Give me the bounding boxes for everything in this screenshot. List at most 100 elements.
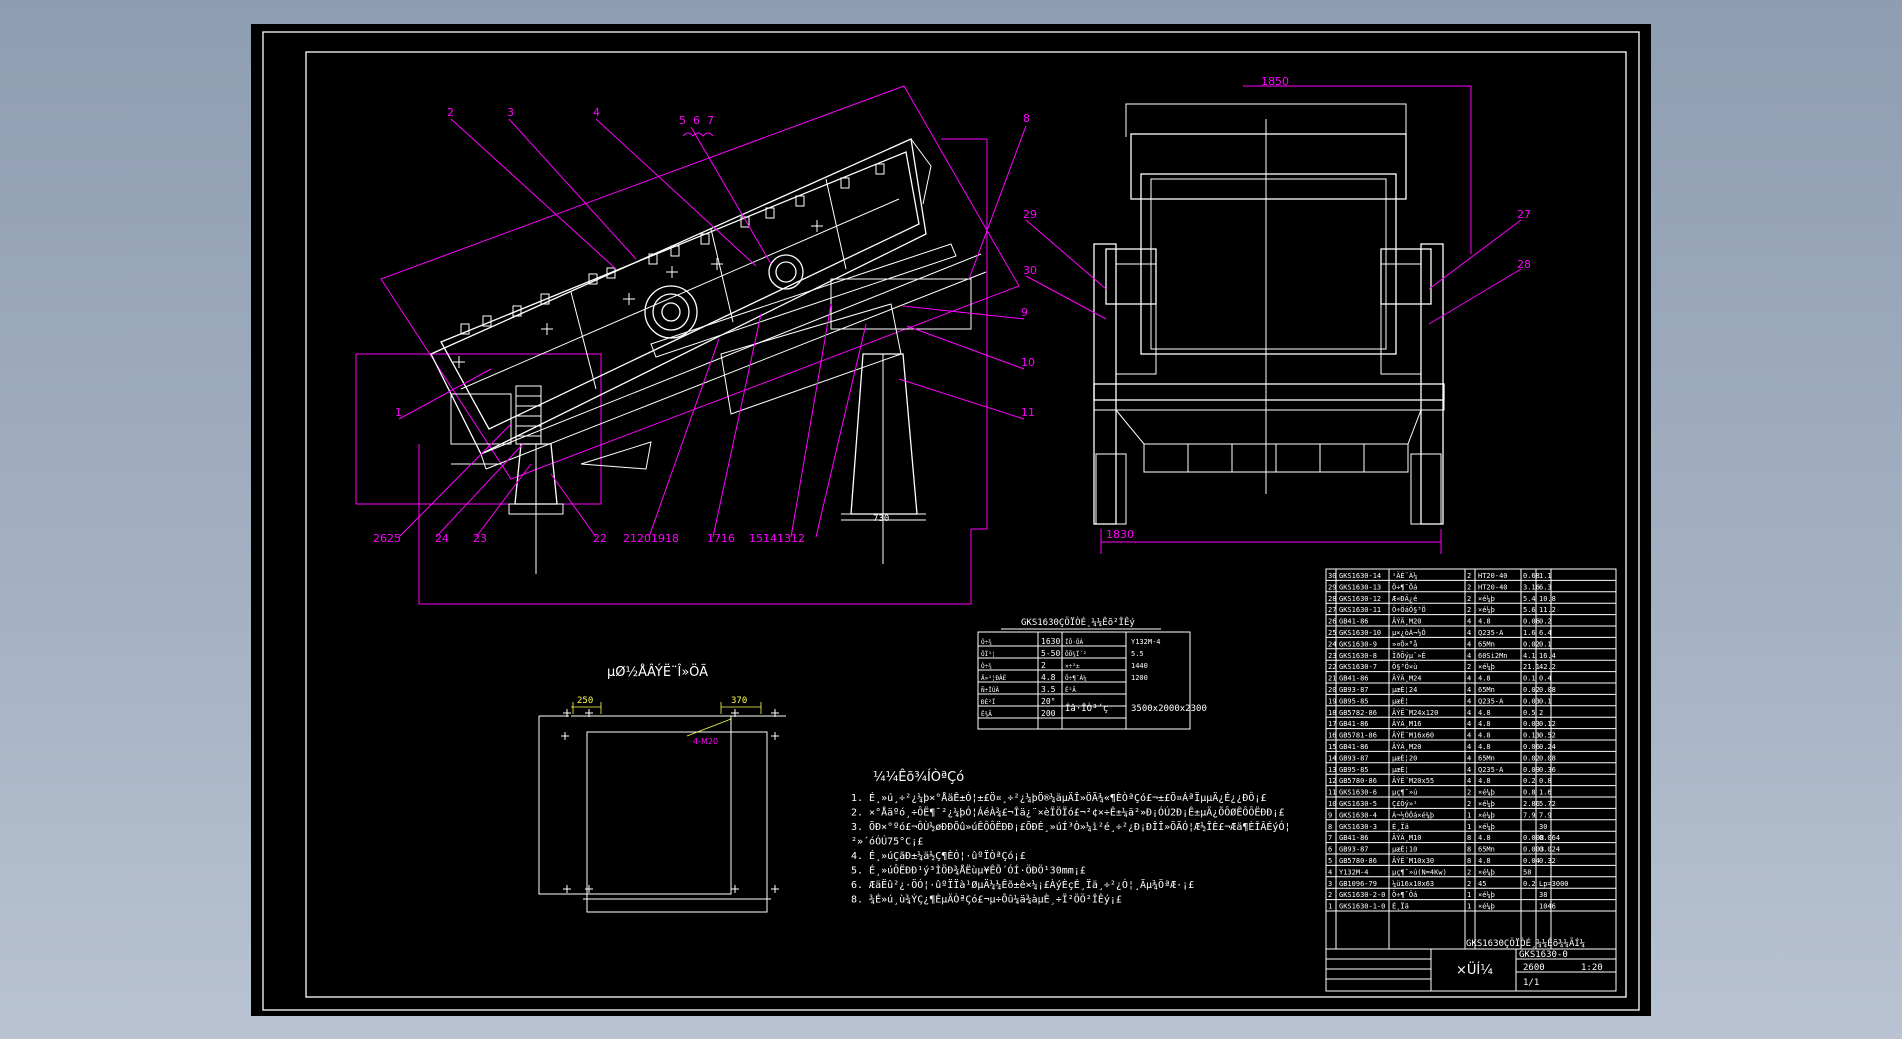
part-number-label: 20 <box>637 532 651 545</box>
tech-key: ×÷²± <box>1065 663 1080 670</box>
part-number-label: 14 <box>763 532 777 545</box>
bom-cell: 27 <box>1328 606 1336 614</box>
tech-key: Ê²Ã <box>1065 686 1076 694</box>
bom-cell: 42.2 <box>1539 663 1556 671</box>
bom-cell: 45 <box>1478 880 1486 888</box>
bom-cell: 0.1 <box>1539 640 1552 648</box>
cross-marks <box>453 220 823 368</box>
bom-cell: ÂÝÄ¸M20 <box>1392 742 1422 751</box>
bom-cell: 4.8 <box>1478 743 1491 751</box>
bom-cell: 65Mn <box>1478 754 1495 762</box>
bom-cell: 4 <box>1467 766 1471 774</box>
bom-cell: 1.6 <box>1523 629 1536 637</box>
bom-cell: 0.2 <box>1523 880 1536 888</box>
bom-cell: 2 <box>1467 868 1471 876</box>
bom-cell: 0.03 <box>1523 697 1540 705</box>
part-number-label: 15 <box>749 532 763 545</box>
screen-windows <box>460 163 885 335</box>
part-number-label: 13 <box>777 532 791 545</box>
part-number-label: 19 <box>651 532 665 545</box>
tech-value: 3.5 <box>1041 685 1056 694</box>
bom-cell: 4.1 <box>1523 652 1536 660</box>
bom-cell: 0.04 <box>1523 857 1540 865</box>
bom-cell: 30 <box>1328 572 1336 580</box>
tech-key: Ñ÷ÏÚÂ <box>981 687 999 694</box>
bom-cell: 4 <box>1328 868 1332 876</box>
part-number-label: 10 <box>1021 356 1035 369</box>
bom-cell: 7.9 <box>1523 811 1536 819</box>
bom-cell: 21.1 <box>1523 663 1540 671</box>
screen-box-inner <box>440 151 920 430</box>
bom-cell: ÂÝË¨M10x30 <box>1392 856 1434 865</box>
tech-size-key: Íâ·ÎÒ³´ç <box>1065 702 1108 714</box>
bom-cell: Q235-A <box>1478 697 1504 705</box>
bom-cell: 0.2 <box>1523 777 1536 785</box>
tech-value: 20° <box>1041 697 1055 706</box>
bom-cell: 4 <box>1467 640 1471 648</box>
guide-rect-left <box>355 353 602 505</box>
spring-left <box>515 385 542 445</box>
bom-cell: 4 <box>1467 754 1471 762</box>
bom-cell: 6.3 <box>1539 583 1552 591</box>
tech-size-value: 3500x2000x2300 <box>1131 704 1207 714</box>
bom-cell: GB93-87 <box>1339 686 1369 694</box>
bom-cell: 2 <box>1467 800 1471 808</box>
screen-box <box>430 138 927 455</box>
bom-cell: GB41-86 <box>1339 720 1369 728</box>
bom-cell: 2 <box>1467 595 1471 603</box>
part-number-label: 24 <box>435 532 449 545</box>
title-block: GKS1630ÇÖÏÒÉ¸¼¼Êõ¾¼ÃÍ¼ GKS1630-0 ×ÜÍ¼ 26… <box>1325 937 1617 992</box>
bom-cell: 58 <box>1523 868 1531 876</box>
bom-cell: ÏðÕýµ¯»É <box>1392 651 1426 660</box>
part-number-label: 30 <box>1023 264 1037 277</box>
bom-cell: 3.16 <box>1523 583 1540 591</box>
tech-key: ÏÔ·ÖÀ <box>1065 639 1083 646</box>
bom-cell: 8 <box>1467 857 1471 865</box>
bom-cell: 1 <box>1467 823 1471 831</box>
bom-cell: 0.2 <box>1539 618 1552 626</box>
technical-notes: ¼¼Êõ¾ÍÒªÇó 1. É¸»ú¸÷²¿¼þ×°ÅäÊ±Ó¦±£Ö¤¸÷²¿… <box>851 769 1291 906</box>
bom-cell: 9 <box>1328 811 1332 819</box>
bom-cell: 4 <box>1467 777 1471 785</box>
bom-cell: µç¶¯»ú(N=4Kw) <box>1392 868 1447 876</box>
bom-cell: µç¶¯»ú <box>1392 789 1417 797</box>
bom-cell: 18 <box>1328 709 1336 717</box>
bom-cell: 10 <box>1328 800 1336 808</box>
part-number-label: 11 <box>1021 406 1035 419</box>
bom-cell: GB95-85 <box>1339 766 1369 774</box>
tech-key: Ë¾Ã <box>981 711 992 718</box>
foundation-bolt-label: 4-M20 <box>693 737 718 746</box>
bom-cell: 20 <box>1328 686 1336 694</box>
bom-cell: Ö§³Ö×ù <box>1392 662 1417 671</box>
bom-cell: 0.003 <box>1523 846 1544 854</box>
bom-cell: 4 <box>1467 743 1471 751</box>
bom-cell: 11.2 <box>1539 606 1556 614</box>
exciter-1 <box>644 285 698 339</box>
bom-cell: 0.4 <box>1539 675 1552 683</box>
title-drawing-name: GKS1630ÇÖÏÒÉ¸¼¼Êõ¾¼ÃÍ¼ <box>1466 937 1585 949</box>
bom-cell: 8 <box>1328 823 1332 831</box>
bom-cell: 26 <box>1328 618 1336 626</box>
notes-title: ¼¼Êõ¾ÍÒªÇó <box>873 769 964 785</box>
bom-cell: 22 <box>1328 663 1336 671</box>
bom-cell: 14 <box>1328 754 1336 762</box>
front-view: 1850 1830 <box>1023 75 1531 554</box>
bom-cell: ÂÝË¨M20x55 <box>1392 776 1434 785</box>
bom-cell: HT20-40 <box>1478 572 1508 580</box>
foundation-dim-right: 370 <box>731 696 747 706</box>
bom-cell: 5.6 <box>1523 606 1536 614</box>
bom-cell: 6 <box>1328 846 1332 854</box>
bom-cell: 1.1 <box>1539 572 1552 580</box>
bom-cell: 0.52 <box>1539 732 1556 740</box>
bom-cell: ×é¼þ <box>1478 663 1495 671</box>
note-line: 1. É¸»ú¸÷²¿¼þ×°ÅäÊ±Ó¦±£Ö¤¸÷²¿¼þÖ®¼äµÄÎ»Ö… <box>851 791 1266 804</box>
tech-key: ÕÕ¾Ï´² <box>1065 651 1087 658</box>
part-number-label: 28 <box>1517 258 1531 271</box>
bom-cell: GKS1630-6 <box>1339 789 1377 797</box>
part-number-label: 7 <box>707 114 714 127</box>
bom-cell: 0.08 <box>1539 686 1556 694</box>
foundation-rect <box>586 731 768 913</box>
bom-cell: 4 <box>1467 675 1471 683</box>
